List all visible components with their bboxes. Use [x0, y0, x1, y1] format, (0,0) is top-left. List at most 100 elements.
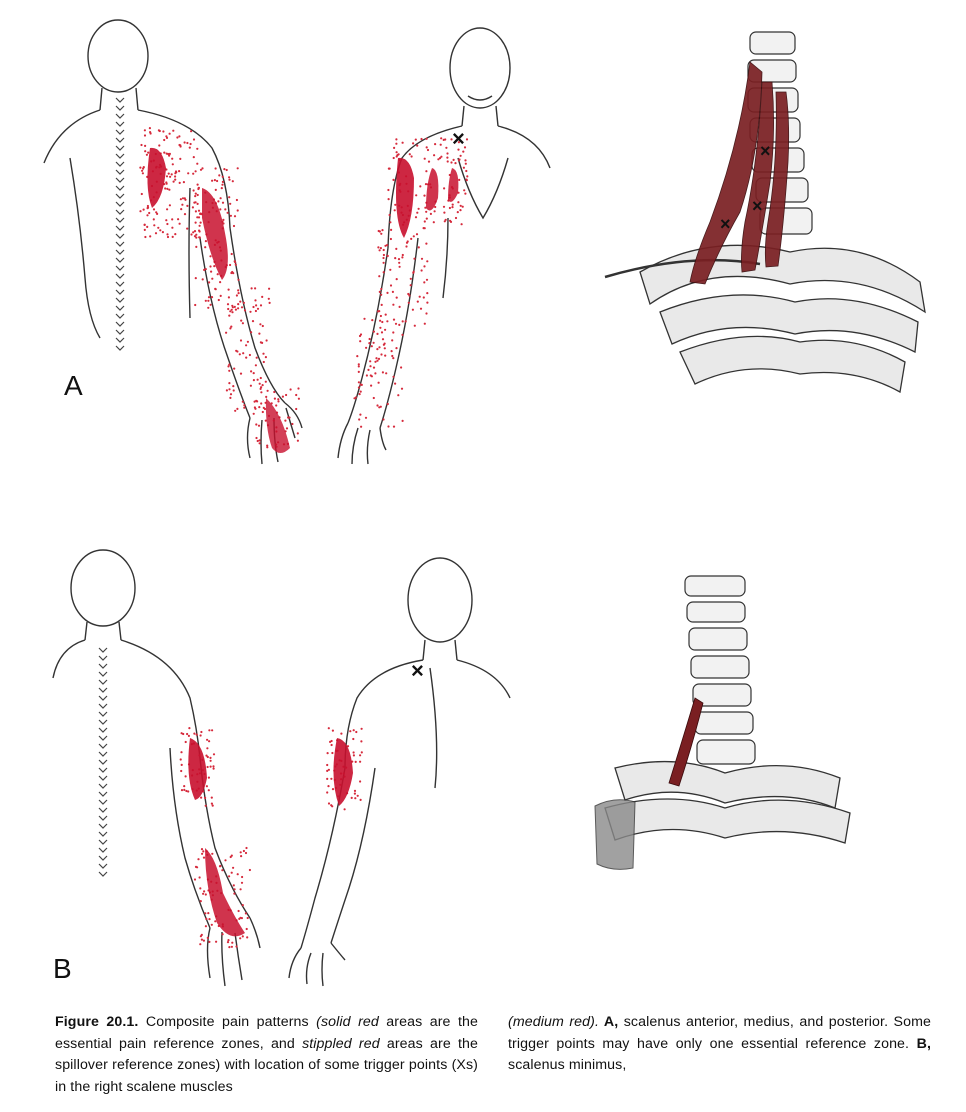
stipple-dot	[177, 218, 180, 221]
stipple-dot	[219, 281, 222, 284]
spine-chevron	[115, 329, 125, 335]
stipple-dot	[330, 777, 333, 780]
stipple-dot	[196, 162, 199, 165]
stipple-dot	[239, 888, 242, 891]
stipple-dot	[255, 304, 258, 307]
stipple-dot	[230, 945, 233, 948]
stipple-dot	[186, 732, 189, 736]
stipple-dot	[229, 393, 233, 396]
stipple-dot	[454, 216, 458, 220]
stipple-dot	[207, 912, 210, 915]
stipple-dot	[230, 271, 233, 275]
stipple-dot	[437, 158, 440, 161]
stipple-dot	[154, 232, 158, 235]
stipple-dot	[295, 407, 298, 411]
stipple-dot	[387, 188, 390, 192]
stipple-dot	[397, 258, 401, 261]
stipple-dot	[378, 406, 381, 409]
stipple-dot	[352, 751, 355, 754]
stipple-dot	[465, 138, 469, 141]
stipple-dot	[378, 346, 381, 349]
stipple-dot	[398, 323, 401, 326]
stipple-dot	[331, 788, 335, 791]
stipple-dot	[380, 293, 383, 296]
stipple-dot	[230, 325, 233, 328]
stipple-dot	[296, 439, 299, 442]
spine-chevron	[98, 791, 108, 797]
stipple-dot	[395, 278, 398, 281]
stipple-dot	[353, 397, 356, 400]
stipple-dot	[429, 212, 432, 215]
stipple-dot	[241, 322, 244, 325]
stipple-dot	[143, 223, 146, 226]
stipple-dot	[413, 324, 416, 327]
stipple-dot	[198, 224, 201, 227]
stipple-dot	[203, 890, 206, 893]
stipple-dot	[368, 342, 371, 345]
stipple-dot	[367, 368, 370, 371]
stipple-dot	[277, 400, 280, 403]
stipple-dot	[228, 369, 231, 372]
stipple-dot	[281, 395, 284, 398]
stipple-dot	[250, 331, 253, 334]
stipple-dot	[380, 303, 383, 306]
stipple-dot	[394, 257, 397, 260]
stipple-dot	[242, 352, 245, 355]
stipple-dot	[426, 260, 429, 263]
stipple-dot	[240, 319, 243, 322]
stipple-dot	[359, 390, 362, 393]
stipple-dot	[201, 167, 204, 170]
stipple-dot	[249, 310, 252, 313]
stipple-dot	[459, 209, 462, 212]
stipple-dot	[385, 372, 388, 375]
stipple-dot	[277, 398, 280, 401]
stipple-dot	[196, 216, 199, 219]
stipple-dot	[326, 752, 329, 755]
stipple-dot	[384, 354, 387, 357]
spine-chevron	[98, 847, 108, 853]
stipple-dot	[377, 310, 380, 313]
stipple-dot	[139, 210, 142, 213]
stipple-dot	[221, 180, 224, 183]
stipple-dot	[410, 155, 413, 158]
stipple-dot	[206, 936, 209, 939]
spine-chevron	[98, 799, 108, 805]
stipple-dot	[425, 170, 428, 173]
stipple-dot	[426, 148, 430, 152]
stipple-dot	[369, 365, 372, 368]
stipple-dot	[178, 181, 181, 184]
stipple-dot	[204, 268, 207, 271]
stipple-dot	[216, 179, 219, 183]
stipple-dot	[213, 265, 216, 268]
panel-b-front-figure: ×	[265, 548, 515, 993]
stipple-dot	[394, 203, 397, 206]
stipple-dot	[384, 313, 387, 316]
stipple-dot	[359, 340, 362, 343]
stipple-dot	[200, 796, 203, 799]
stipple-dot	[219, 208, 222, 211]
stipple-dot	[245, 927, 248, 931]
stipple-dot	[204, 246, 207, 249]
stipple-dot	[182, 732, 185, 736]
stipple-dot	[228, 178, 231, 181]
stipple-dot	[246, 936, 249, 939]
panel-a-front-figure: ×	[318, 18, 558, 473]
stipple-dot	[181, 197, 185, 200]
stipple-dot	[330, 743, 333, 747]
stipple-dot	[370, 384, 373, 387]
stipple-dot	[197, 187, 200, 190]
stipple-dot	[214, 167, 217, 170]
stipple-dot	[211, 804, 214, 807]
stipple-dot	[374, 360, 377, 363]
spine-chevron	[98, 735, 108, 741]
stipple-dot	[232, 884, 235, 887]
stipple-dot	[237, 292, 240, 295]
spine-chevron	[115, 249, 125, 255]
spine-chevron	[115, 337, 125, 343]
stipple-dot	[196, 202, 199, 205]
stipple-dot	[386, 244, 389, 247]
stipple-dot	[392, 331, 395, 334]
stipple-dot	[380, 353, 383, 356]
stipple-dot	[139, 166, 142, 169]
stipple-dot	[213, 179, 216, 182]
